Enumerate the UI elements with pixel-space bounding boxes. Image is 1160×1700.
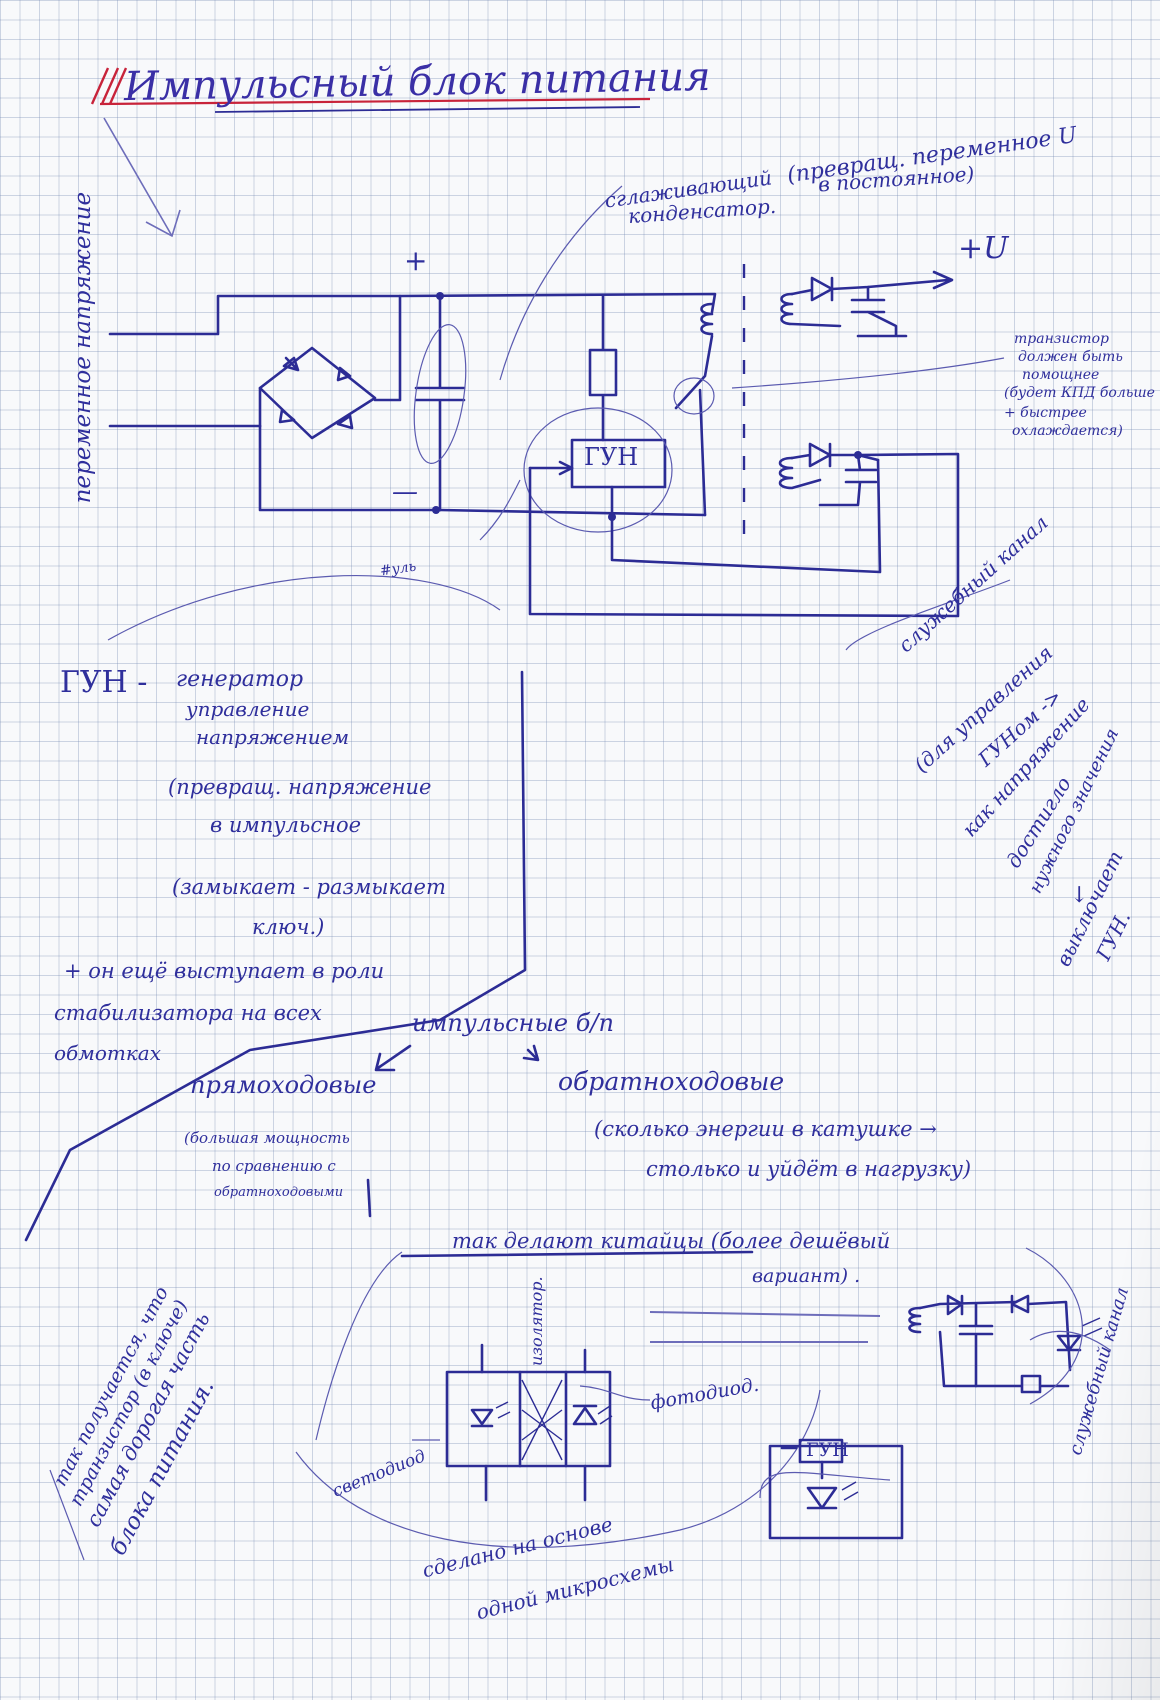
- arrow-to-ac-label: [103, 117, 181, 238]
- feedback-winding: [528, 442, 960, 618]
- vco-led-drawing: [759, 1438, 904, 1540]
- vco-label-bottom: ГУН: [806, 1439, 849, 1461]
- forward-note-3: обратноходовыми: [214, 1185, 344, 1200]
- rectifier-bridge: [108, 294, 442, 512]
- transistor-note-2: должен быть: [1018, 349, 1123, 365]
- vco-notes-line-6: в импульсное: [210, 813, 362, 837]
- plus-sign: +: [404, 244, 428, 277]
- flyback-note-1: (сколько энергии в катушке →: [594, 1117, 937, 1141]
- forward-note-1: (большая мощность: [184, 1129, 350, 1147]
- flyback-note-2: столько и уйдёт в нагрузку): [646, 1157, 972, 1181]
- vco-notes-line-9: + он ещё выступает в роли: [64, 959, 385, 983]
- smoothing-capacitor: [413, 292, 467, 514]
- vco-notes-line-8: ключ.): [252, 915, 325, 939]
- vco-notes-line-4: напряжением: [196, 725, 350, 749]
- types-arrows: [366, 1044, 540, 1218]
- types-heading: импульсные б/п: [412, 1009, 614, 1037]
- forward-note-2: по сравнению с: [212, 1157, 336, 1175]
- vco-notes-line-10: стабилизатора на всех: [54, 1001, 322, 1025]
- title-underline: [90, 67, 651, 113]
- right-schematic: [908, 1247, 1111, 1405]
- bottom-underline: [315, 1250, 881, 1441]
- page-title: Импульсный блок питания: [123, 53, 711, 111]
- flyback-type: обратноходовые: [558, 1067, 785, 1096]
- arc-single-chip: [295, 1389, 821, 1549]
- output-plus-u: +U: [958, 231, 1009, 266]
- main-rail: [398, 292, 717, 533]
- left-note-bracket: [49, 1469, 85, 1561]
- vco-notes-line-2: генератор: [176, 667, 304, 692]
- transistor-note-4: (будет КПД больше: [1004, 385, 1155, 401]
- chinese-note-1: так делают китайцы (более дешёвый: [452, 1229, 891, 1253]
- transformer: [673, 264, 954, 540]
- vco-notes-line-11: обмотках: [54, 1041, 161, 1065]
- service-channel-7: ↓: [1070, 883, 1089, 908]
- vco-notes-line-3: управление: [186, 697, 310, 721]
- transistor-note-6: охлаждается): [1012, 423, 1123, 439]
- transistor-note-3: помощнее: [1022, 367, 1100, 383]
- curved-guides: [107, 185, 1011, 651]
- chinese-note-2: вариант) .: [752, 1265, 861, 1287]
- transistor-note-1: транзистор: [1014, 331, 1109, 347]
- vco-notes-brace: [24, 670, 527, 1242]
- forward-type: прямоходовые: [190, 1071, 377, 1099]
- vco-notes-line-7: (замыкает - размыкает: [172, 875, 446, 899]
- vco-notes-line-1: ГУН -: [60, 665, 148, 700]
- ac-voltage-label: переменное напряжение: [70, 191, 97, 504]
- transistor-note-5: + быстрее: [1004, 405, 1087, 421]
- minus-sign: —: [392, 477, 418, 507]
- optocoupler: [412, 1343, 651, 1502]
- vco-label: ГУН: [584, 443, 639, 471]
- isolator-label: изолятор.: [527, 1276, 546, 1366]
- vco-notes-line-5: (превращ. напряжение: [168, 775, 432, 799]
